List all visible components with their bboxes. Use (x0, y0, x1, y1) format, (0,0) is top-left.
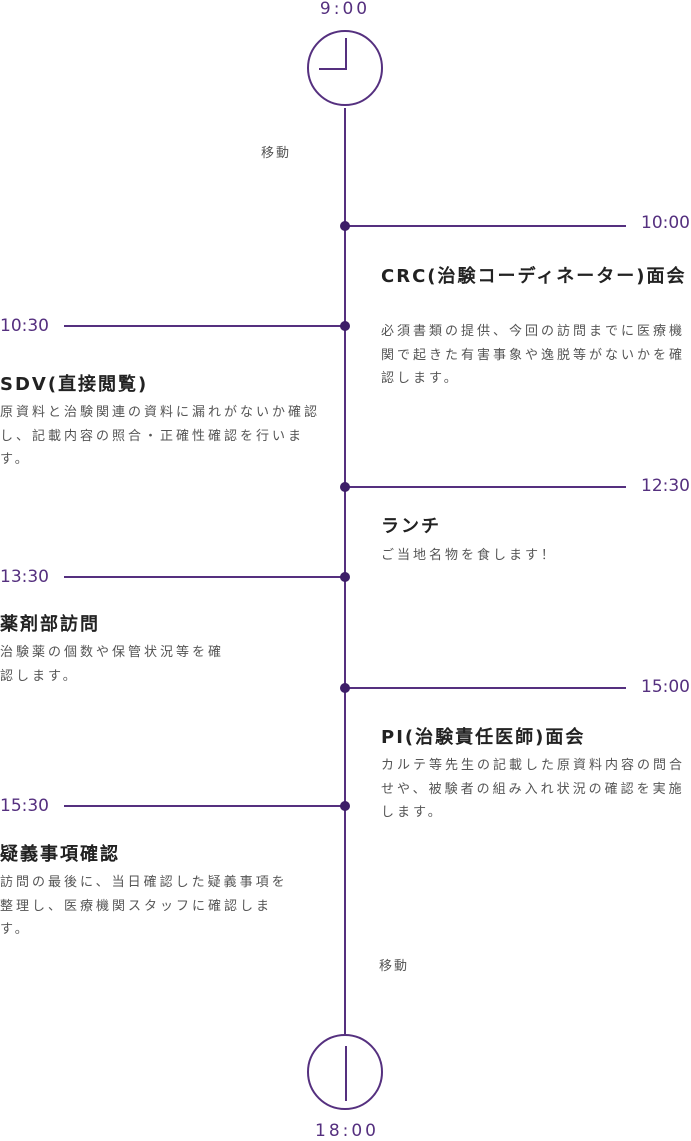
time-label: 12:30 (641, 476, 690, 496)
clock-start-icon (307, 30, 383, 106)
event-title: 薬剤部訪問 (0, 614, 100, 635)
move-label-top: 移動 (261, 146, 292, 161)
time-label: 10:30 (0, 316, 49, 336)
move-label-bottom: 移動 (379, 959, 410, 974)
connector-1500 (346, 687, 626, 689)
end-time: 18:00 (315, 1121, 379, 1141)
timeline-dot (340, 482, 350, 492)
time-label: 15:30 (0, 796, 49, 816)
connector-1330 (64, 576, 344, 578)
event-description: 原資料と治験関連の資料に漏れがないか確認し、記載内容の照合・正確性確認を行います… (0, 405, 321, 467)
time-label: 10:00 (641, 213, 690, 233)
event-description: カルテ等先生の記載した原資料内容の問合せや、被験者の組み入れ状況の確認を実施しま… (381, 758, 686, 820)
event-title: SDV(直接閲覧) (0, 374, 149, 395)
connector-1230 (346, 486, 626, 488)
event-description: 必須書類の提供、今回の訪問までに医療機関で起きた有害事象や逸脱等がないかを確認し… (381, 324, 686, 386)
event-description: 訪問の最後に、当日確認した疑義事項を整理し、医療機関スタッフに確認します。 (0, 875, 288, 937)
timeline-dot (340, 221, 350, 231)
event-title: PI(治験責任医師)面会 (381, 727, 586, 748)
connector-1530 (64, 805, 344, 807)
event-description: 治験薬の個数や保管状況等を確認します。 (0, 645, 225, 684)
event-description: ご当地名物を食します！ (381, 548, 558, 563)
time-label: 13:30 (0, 567, 49, 587)
clock-end-icon (307, 1034, 383, 1110)
event-title: 疑義事項確認 (0, 844, 120, 865)
timeline-dot (340, 801, 350, 811)
timeline-dot (340, 321, 350, 331)
timeline-dot (340, 572, 350, 582)
event-title: ランチ (381, 516, 441, 537)
event-title: CRC(治験コーディネーター)面会 (381, 266, 687, 287)
timeline-dot (340, 683, 350, 693)
connector-1000 (346, 225, 626, 227)
time-label: 15:00 (641, 677, 690, 697)
connector-1030 (64, 325, 344, 327)
start-time: 9:00 (319, 0, 371, 19)
